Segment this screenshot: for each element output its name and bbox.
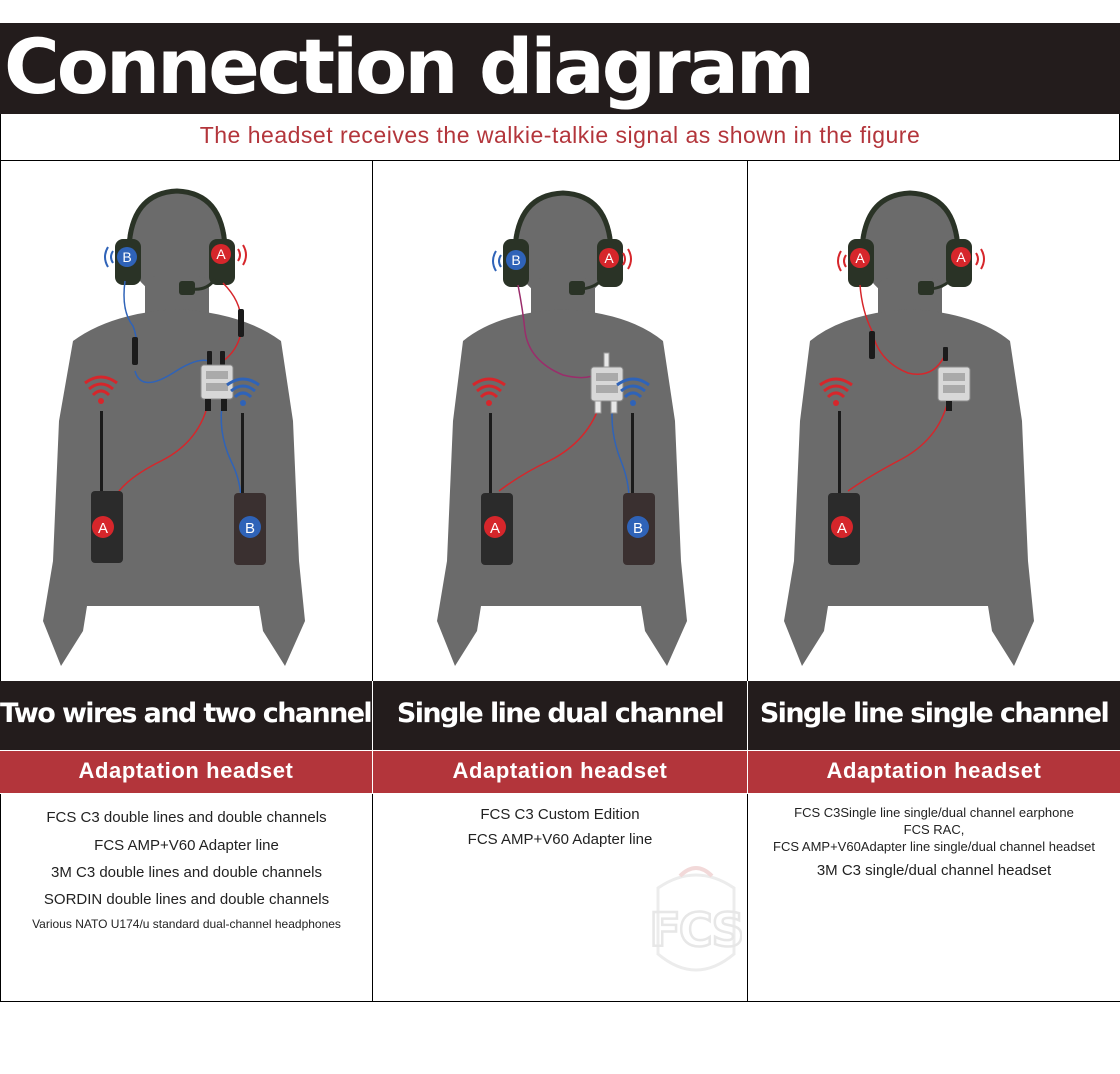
signal-waves [104, 244, 247, 268]
adapter-box [590, 352, 624, 414]
headset-list: FCS C3 Custom Edition FCS AMP+V60 Adapte… [372, 794, 748, 1002]
signal-waves [492, 248, 632, 272]
adaptation-label: Adaptation headset [78, 758, 294, 783]
list-item: 3M C3 single/dual channel headset [816, 862, 1052, 879]
cables [118, 280, 242, 502]
headset-left-badge: A [850, 248, 870, 268]
svg-text:B: B [511, 252, 520, 268]
headset-left-badge: B [506, 250, 526, 270]
svg-text:A: A [604, 250, 614, 266]
caption-band: Two wires and two channels [0, 681, 387, 750]
adaptation-band: Adaptation headset [0, 751, 372, 793]
soldier-illustration: B A A B [437, 190, 687, 666]
list-item: FCS RAC, [903, 822, 965, 837]
headset-list: FCS C3 double lines and double channels … [0, 794, 373, 1002]
title-banner: Connection diagram [0, 22, 1120, 114]
list-item: FCS AMP+V60 Adapter line [94, 837, 279, 854]
radio-signal-icons [819, 377, 853, 406]
adaptation-band: Adaptation headset [373, 751, 747, 793]
soldier-illustration: A A A [784, 190, 1034, 666]
caption-band: Single line single channel [748, 681, 1120, 750]
radio-a-icon: A [481, 413, 513, 565]
headset-list: FCS C3Single line single/dual channel ea… [747, 794, 1120, 1002]
soldier-silhouette [784, 191, 1034, 666]
panel-caption: Single line dual channel [396, 698, 725, 729]
adaptation-band: Adaptation headset [748, 751, 1120, 793]
caption-band: Single line dual channel [373, 681, 747, 750]
page-subtitle: The headset receives the walkie-talkie s… [199, 122, 921, 148]
plug-connectors [869, 331, 948, 361]
svg-text:A: A [98, 520, 108, 537]
list-item: FCS C3 double lines and double channels [46, 809, 327, 826]
adaptation-label: Adaptation headset [452, 758, 668, 783]
list-item: 3M C3 double lines and double channels [50, 864, 323, 881]
svg-text:A: A [956, 249, 966, 265]
svg-text:B: B [633, 520, 643, 537]
radio-a-icon: A [91, 411, 123, 563]
list-item: FCS C3 Custom Edition [480, 806, 640, 823]
list-item: SORDIN double lines and double channels [43, 891, 330, 908]
adaptation-label: Adaptation headset [826, 758, 1042, 783]
diagram-panel-two-wires: B A [0, 161, 373, 681]
svg-text:A: A [855, 250, 865, 266]
list-item: FCS AMP+V60 Adapter line [467, 831, 653, 848]
subtitle-band: The headset receives the walkie-talkie s… [0, 114, 1120, 161]
cables [498, 284, 630, 500]
radio-b-icon: B [234, 413, 266, 565]
radio-signal-icons [472, 377, 650, 406]
headset-right-badge: A [599, 248, 619, 268]
headset-left-badge: B [117, 247, 137, 267]
plug-connectors [132, 309, 244, 365]
radio-b-icon: B [623, 413, 655, 565]
svg-text:A: A [490, 520, 500, 537]
panel-caption: Single line single channel [759, 698, 1110, 729]
svg-text:A: A [216, 246, 226, 262]
panel-caption: Two wires and two channels [0, 698, 387, 729]
svg-text:B: B [122, 249, 131, 265]
headset-right-badge: A [951, 247, 971, 267]
diagram-panel-single-dual: B A A B [372, 161, 748, 681]
soldier-illustration: B A [43, 188, 305, 666]
list-item: Various NATO U174/u standard dual-channe… [32, 917, 341, 931]
diagram-panel-single-single: A A A [747, 161, 1120, 681]
svg-text:A: A [837, 520, 847, 537]
list-item: FCS C3Single line single/dual channel ea… [794, 805, 1074, 820]
svg-text:B: B [245, 520, 255, 537]
soldier-silhouette [43, 189, 305, 666]
list-item: FCS AMP+V60Adapter line single/dual chan… [773, 839, 1095, 854]
cables [847, 284, 949, 492]
page-title: Connection diagram [4, 22, 815, 111]
signal-waves [837, 248, 985, 272]
adapter-box [937, 366, 971, 411]
headset-right-badge: A [211, 244, 231, 264]
soldier-silhouette [437, 191, 687, 666]
radio-a-icon: A [828, 411, 860, 565]
radio-signal-icons [84, 375, 260, 406]
